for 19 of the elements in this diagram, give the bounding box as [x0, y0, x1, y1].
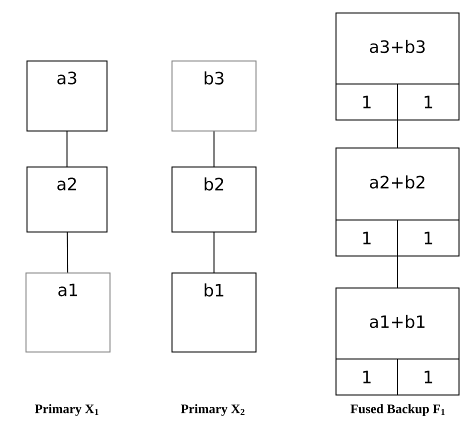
connector-line	[66, 232, 68, 273]
node-box: b1	[172, 272, 256, 352]
value-cell: 1	[397, 220, 460, 256]
node-box: b3	[172, 60, 256, 132]
value-cell: 1	[397, 84, 460, 120]
connector-line	[397, 120, 398, 148]
caption-label: Primary X$_{1}$	[34, 404, 98, 416]
value-cell: 1	[397, 358, 460, 396]
value-cell: 1	[336, 220, 398, 256]
value-cell: 1	[336, 84, 398, 120]
node-box: a3	[26, 60, 108, 132]
connector-line	[66, 131, 68, 167]
node-box: a2	[26, 166, 108, 232]
connector-line	[397, 256, 398, 288]
value-cell: 1	[336, 358, 398, 396]
node-box: b2	[172, 166, 256, 232]
caption-label: Primary X$_{2}$	[180, 404, 244, 416]
node-box: a1	[26, 272, 110, 352]
caption-label: Fused Backup F$_{1}$	[350, 404, 445, 416]
